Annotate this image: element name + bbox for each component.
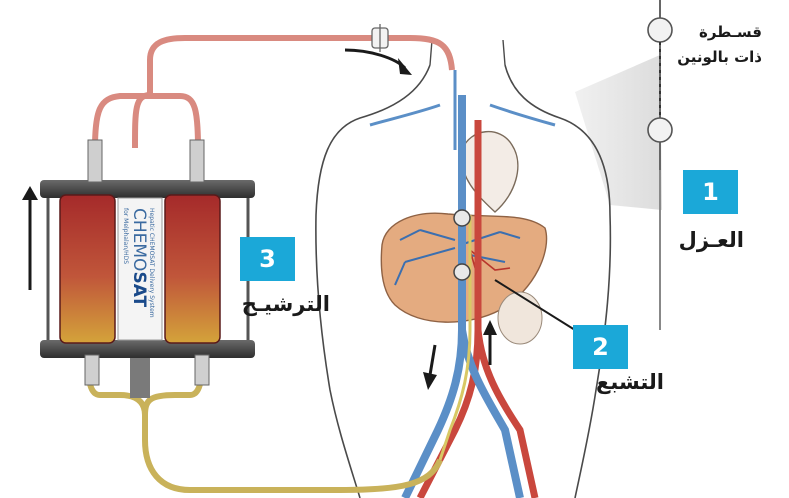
- step1-label: العـزل: [680, 228, 744, 252]
- catheter-label-line1: قسـطرة: [680, 20, 762, 45]
- balloon-upper: [454, 210, 470, 226]
- tube-connector: [372, 24, 388, 52]
- heart: [462, 132, 518, 212]
- brand-name-bold: SAT: [129, 271, 149, 307]
- kidney: [498, 292, 542, 344]
- balloon-lower: [454, 264, 470, 280]
- arrow-down-left: [430, 345, 435, 375]
- catheter-label-line2: ذات بالونين: [680, 45, 762, 70]
- arrow-up-right-head: [483, 320, 497, 335]
- step2-label: التشبع: [572, 370, 664, 394]
- filter-cartridge-right: [165, 195, 220, 343]
- brand-subtitle: for Melphalan/HDS: [122, 208, 129, 264]
- return-tube: [135, 38, 452, 148]
- step3-label: الترشيـح: [230, 292, 330, 316]
- arrow-into-neck: [345, 50, 405, 68]
- arrow-upward-filter-head: [22, 186, 38, 200]
- arrow-into-neck-head: [398, 58, 412, 75]
- step1-badge: 1: [683, 170, 738, 214]
- filter-cartridge-left: [60, 195, 115, 343]
- return-tube-branch: [95, 96, 198, 148]
- arrow-down-left-head: [423, 372, 437, 390]
- step2-badge: 2: [573, 325, 628, 369]
- brand-name: CHEMOSAT: [129, 208, 149, 308]
- step3-badge: 3: [240, 237, 295, 281]
- brand-name-light: CHEMO: [129, 208, 149, 271]
